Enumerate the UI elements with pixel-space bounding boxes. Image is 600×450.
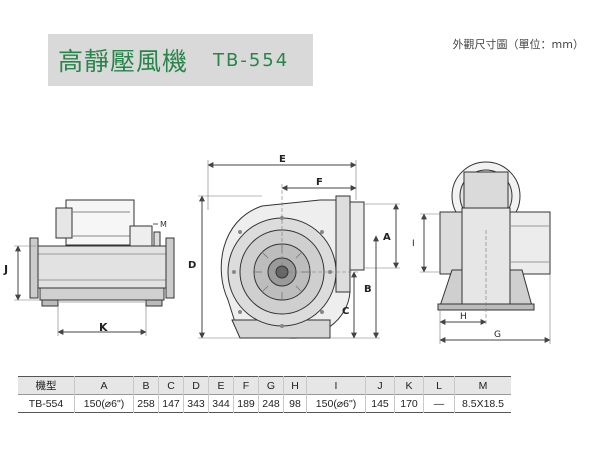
spec-header-cell: E <box>208 376 234 395</box>
product-title: 高靜壓風機 <box>58 47 189 76</box>
spec-cell: 150(⌀6") <box>306 394 366 413</box>
dim-label-c: C <box>342 306 349 317</box>
model-number: TB-554 <box>213 50 290 71</box>
spec-row: TB-554 150(⌀6") 258 147 343 344 189 248 … <box>18 394 511 413</box>
dim-label-j: J <box>3 263 8 276</box>
dim-label-e: E <box>279 154 286 165</box>
unit-note: 外觀尺寸圖（單位：mm） <box>452 38 584 51</box>
dim-label-h: H <box>460 312 467 322</box>
end-view <box>437 161 551 311</box>
dim-label-m: M <box>160 220 167 229</box>
dim-label-i: I <box>412 239 415 249</box>
spec-cell: 147 <box>158 394 184 413</box>
dim-label-g: G <box>494 330 501 340</box>
title-banner: 高靜壓風機 TB-554 <box>48 34 313 86</box>
spec-cell: — <box>423 394 455 413</box>
spec-header-cell: K <box>394 376 424 395</box>
spec-header-cell: I <box>306 376 366 395</box>
spec-header-cell: 機型 <box>18 376 75 395</box>
spec-header-cell: H <box>283 376 307 395</box>
dim-label-a: A <box>383 232 391 243</box>
spec-table: 機型 A B C D E F G H I J K L M TB-554 150(… <box>18 376 511 413</box>
spec-cell: 98 <box>283 394 307 413</box>
spec-cell: 343 <box>183 394 209 413</box>
dim-label-b: B <box>364 284 372 295</box>
dim-label-d: D <box>188 260 196 271</box>
spec-cell: 145 <box>365 394 395 413</box>
spec-header-cell: G <box>258 376 284 395</box>
spec-header-cell: D <box>183 376 209 395</box>
spec-header-row: 機型 A B C D E F G H I J K L M <box>18 376 511 395</box>
spec-header-cell: C <box>158 376 184 395</box>
spec-cell: 170 <box>394 394 424 413</box>
spec-cell: 8.5X18.5 <box>461 397 505 410</box>
dim-label-k: K <box>99 321 108 334</box>
spec-cell: 248 <box>258 394 284 413</box>
spec-cell: 189 <box>233 394 259 413</box>
spec-header-cell: B <box>133 376 159 395</box>
spec-header-cell: F <box>233 376 259 395</box>
spec-cell: 344 <box>208 394 234 413</box>
spec-cell: TB-554 <box>18 394 75 413</box>
spec-cell: 258 <box>133 394 159 413</box>
spec-header-cell: L <box>423 376 455 395</box>
dim-label-f: F <box>316 177 323 188</box>
spec-header-cell: J <box>365 376 395 395</box>
side-view <box>29 199 175 307</box>
spec-header-cell: A <box>74 376 134 395</box>
spec-header-cell: M <box>478 379 488 392</box>
spec-cell: 150(⌀6") <box>74 394 134 413</box>
